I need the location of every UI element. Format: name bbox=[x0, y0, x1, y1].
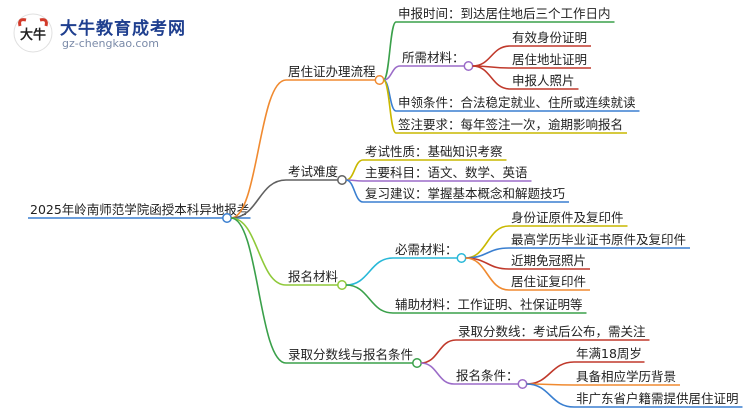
leaf-topic: 最高学历毕业证书原件及复印件 bbox=[511, 232, 686, 247]
branch-connector bbox=[230, 79, 287, 219]
leaf-topic: 居住地址证明 bbox=[512, 52, 587, 67]
branch-topic: 报名材料 bbox=[288, 269, 339, 284]
leaf-topic: 年满18周岁 bbox=[576, 346, 642, 361]
branch-topic: 考试难度 bbox=[288, 164, 339, 179]
subtopic-connector bbox=[345, 159, 364, 181]
subtopic: 辅助材料：工作证明、社保证明等 bbox=[395, 297, 583, 312]
logo-badge-text: 大牛 bbox=[20, 27, 46, 43]
logo-url: gz-chengkao.com bbox=[62, 37, 159, 50]
branch-topic: 居住证办理流程 bbox=[288, 64, 376, 79]
subtopic-connector bbox=[382, 79, 397, 134]
subtopic-node[interactable] bbox=[456, 253, 467, 263]
subtopic-connector bbox=[345, 179, 364, 203]
site-logo[interactable]: 大牛 大牛教育成考网 gz-chengkao.com bbox=[12, 12, 242, 58]
leaf-topic: 申报人照片 bbox=[512, 73, 575, 88]
branch-connector bbox=[230, 217, 287, 364]
subtopic-connector bbox=[420, 362, 455, 385]
bull-logo-icon: 大牛 bbox=[13, 13, 53, 53]
subtopic: 考试性质：基础知识考察 bbox=[365, 144, 503, 159]
branch-node[interactable] bbox=[337, 280, 347, 290]
subtopic-connector bbox=[345, 257, 394, 286]
root-node[interactable] bbox=[222, 213, 232, 223]
subtopic-connector bbox=[383, 65, 401, 81]
leaf-topic: 身份证原件及复印件 bbox=[511, 210, 624, 225]
subtopic: 签注要求：每年签注一次，逾期影响报名 bbox=[398, 117, 623, 132]
subtopic: 复习建议：掌握基本概念和解题技巧 bbox=[365, 186, 565, 201]
leaf-connector bbox=[526, 383, 575, 408]
leaf-topic: 近期免冠照片 bbox=[511, 253, 586, 268]
root-topic: 2025年岭南师范学院函授本科异地报考 bbox=[30, 202, 249, 217]
leaf-connector bbox=[472, 45, 511, 67]
branch-connector bbox=[230, 217, 287, 286]
subtopic-connector bbox=[382, 21, 397, 81]
leaf-topic: 居住证复印件 bbox=[511, 274, 586, 289]
subtopic-node[interactable] bbox=[463, 61, 474, 71]
leaf-topic: 有效身份证明 bbox=[512, 30, 587, 45]
logo-title: 大牛教育成考网 bbox=[60, 19, 186, 39]
subtopic: 申报时间：到达居住地后三个工作日内 bbox=[398, 6, 611, 21]
leaf-connector bbox=[465, 257, 510, 291]
leaf-connector bbox=[472, 65, 511, 90]
subtopic: 报名条件： bbox=[456, 368, 519, 383]
leaf-topic: 非广东省户籍需提供居住证明 bbox=[576, 391, 739, 406]
subtopic: 主要科目：语文、数学、英语 bbox=[365, 165, 528, 180]
branch-node[interactable] bbox=[337, 175, 347, 185]
branch-topic: 录取分数线与报名条件 bbox=[288, 347, 413, 362]
branch-node[interactable] bbox=[374, 75, 385, 85]
subtopic: 所需材料： bbox=[402, 50, 465, 65]
subtopic: 申领条件：合法稳定就业、住所或连续就读 bbox=[398, 95, 636, 110]
subtopic-connector bbox=[420, 339, 457, 364]
branch-node[interactable] bbox=[412, 358, 422, 368]
subtopic: 录取分数线：考试后公布，需关注 bbox=[458, 324, 646, 339]
leaf-topic: 具备相应学历背景 bbox=[576, 369, 676, 384]
leaf-connector bbox=[526, 361, 575, 385]
subtopic-node[interactable] bbox=[517, 379, 528, 389]
branch-connector bbox=[230, 179, 287, 219]
subtopic-connector bbox=[345, 284, 394, 314]
subtopic: 必需材料： bbox=[395, 242, 458, 257]
